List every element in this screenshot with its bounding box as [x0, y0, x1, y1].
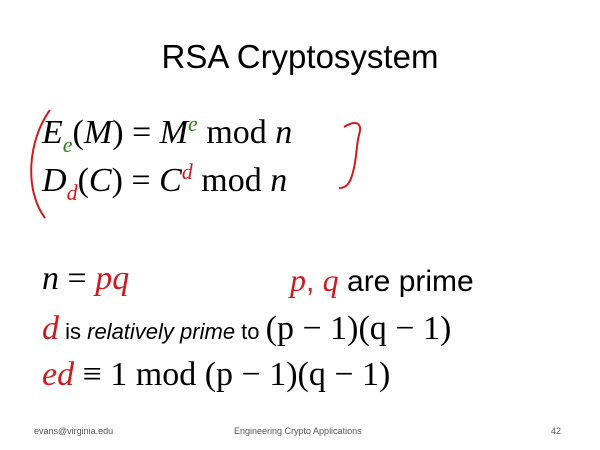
dec-n: n [270, 162, 288, 199]
congruence-statement: ed ≡ 1 mod (p − 1)(q − 1) [42, 356, 390, 394]
enc-open: ( [72, 114, 84, 151]
relatively-prime-text: relatively prime [87, 319, 236, 344]
to-text: to [235, 319, 266, 344]
dec-C: C [88, 162, 112, 199]
dec-eq: = [122, 162, 160, 199]
footer-email: evans@virginia.edu [34, 426, 114, 436]
is-text: is [59, 319, 88, 344]
prime-comma: , [306, 265, 323, 298]
prime-statement: p, q are prime [290, 262, 474, 299]
n-eq: = [59, 260, 96, 297]
congruence-rest: 1 mod (p − 1)(q − 1) [110, 356, 391, 393]
dec-d-superscript: d [181, 159, 193, 184]
encryption-formula: Ee(M) = Me mod n [42, 111, 293, 157]
enc-E: E [42, 114, 63, 151]
enc-e-superscript: e [188, 111, 198, 136]
relatively-prime-statement: d is relatively prime to (p − 1)(q − 1) [42, 310, 451, 348]
enc-n: n [275, 114, 293, 151]
enc-e-subscript: e [62, 132, 73, 157]
e-symbol: e [42, 356, 58, 393]
modulus-definition: n = pq [42, 260, 129, 298]
n-symbol: n [42, 260, 59, 297]
enc-close: ) [112, 114, 124, 151]
dec-C2: C [159, 162, 182, 199]
dec-d-subscript: d [66, 180, 78, 205]
d-symbol-2: d [57, 356, 75, 393]
footer-course: Engineering Crypto Applications [234, 426, 362, 436]
decryption-formula: Dd(C) = Cd mod n [42, 159, 288, 205]
enc-mod: mod [197, 114, 276, 151]
dec-close: ) [111, 162, 123, 199]
slide-title: RSA Cryptosystem [161, 38, 439, 75]
d-symbol: d [42, 310, 59, 347]
pq-symbol: pq [95, 260, 130, 297]
enc-M2: M [159, 114, 189, 151]
dec-mod: mod [192, 162, 271, 199]
are-prime-text: are prime [338, 265, 474, 298]
p-symbol: p [290, 262, 306, 298]
totient-expression: (p − 1)(q − 1) [265, 310, 452, 347]
dec-open: ( [77, 162, 89, 199]
footer-page-number: 42 [551, 426, 562, 436]
right-bracket-annotation [338, 122, 361, 189]
enc-M: M [83, 114, 113, 151]
dec-D: D [42, 162, 67, 199]
congruence-sign: ≡ [74, 356, 111, 393]
q-symbol: q [322, 262, 339, 298]
enc-eq: = [123, 114, 160, 151]
